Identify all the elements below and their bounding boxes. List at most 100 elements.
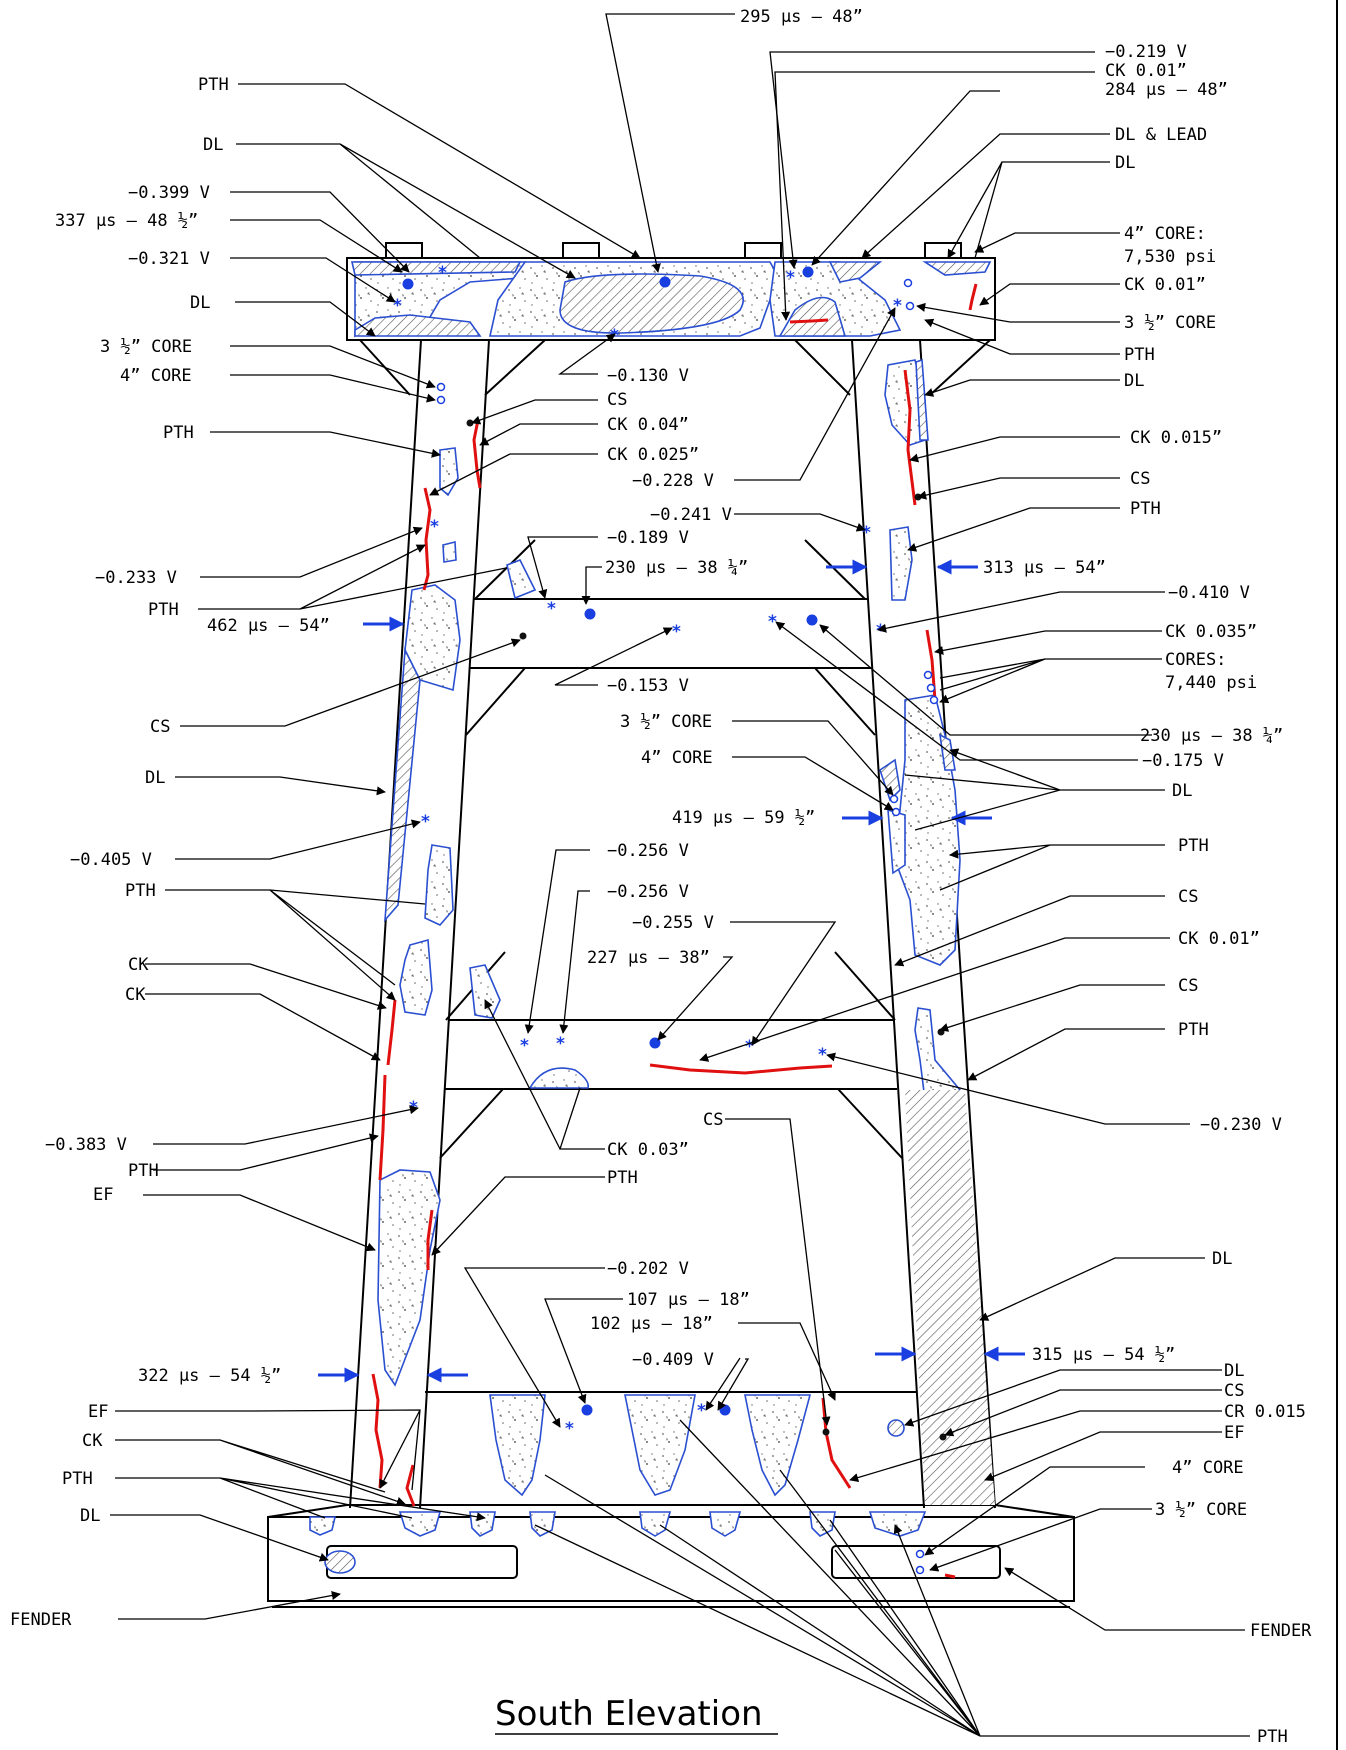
right-col-delam-3 — [879, 758, 901, 802]
label: EF — [1224, 1423, 1244, 1443]
label: PTH — [125, 881, 156, 901]
cs-point — [519, 632, 527, 640]
strut-1-haunch-top — [474, 539, 866, 600]
core-location — [929, 695, 939, 705]
label: CS — [1130, 469, 1150, 489]
half-cell-point: * — [438, 263, 447, 283]
core-location — [436, 382, 446, 392]
crack — [649, 1063, 833, 1075]
label: −0.175 V — [1142, 751, 1224, 771]
half-cell-point: * — [862, 523, 871, 543]
half-cell-point: * — [893, 296, 902, 316]
label: EF — [88, 1402, 108, 1422]
core-location — [903, 278, 913, 288]
label: 3 ½” CORE — [1155, 1500, 1247, 1520]
half-cell-point: * — [393, 296, 402, 316]
label: CK 0.04” — [607, 415, 689, 435]
strut-1 — [470, 598, 871, 669]
label: DL — [1172, 781, 1192, 801]
left-col-patch-6 — [377, 1169, 441, 1387]
core-location — [923, 670, 933, 680]
label: PTH — [607, 1168, 638, 1188]
label: −0.241 V — [650, 505, 732, 525]
crack — [944, 1573, 956, 1579]
label: −0.189 V — [607, 528, 689, 548]
label: −0.230 V — [1200, 1115, 1282, 1135]
cap-delam-right-small — [778, 296, 847, 337]
cap-delam-right-top — [828, 261, 883, 283]
half-cell-point: * — [556, 1034, 565, 1054]
label: 107 μs – 18” — [627, 1290, 750, 1310]
label: PTH — [128, 1161, 159, 1181]
half-cell-point: * — [672, 622, 681, 642]
label: CS — [1224, 1381, 1244, 1401]
footing-patch — [309, 1516, 337, 1536]
label: 3 ½” CORE — [620, 712, 712, 732]
crack — [422, 487, 432, 591]
label: CK — [82, 1431, 103, 1451]
label: 3 ½” CORE — [100, 337, 192, 357]
right-col-delam-spot — [887, 1419, 905, 1437]
footing-patch — [398, 1511, 442, 1537]
left-col-patch-2 — [442, 540, 457, 563]
footing — [267, 1516, 1075, 1602]
footing-patch — [529, 1511, 556, 1537]
label: 4” CORE — [1172, 1458, 1244, 1478]
label: 7,440 psi — [1165, 673, 1257, 693]
base-patch-1 — [489, 1394, 546, 1497]
label: CK 0.025” — [607, 445, 699, 465]
label: 315 μs – 54 ½” — [1032, 1345, 1175, 1365]
cap-haunch — [359, 339, 991, 396]
left-column — [349, 339, 490, 1509]
right-col-delam-1 — [915, 358, 929, 441]
cs-point — [822, 1428, 830, 1436]
drawing-title: South Elevation — [495, 1694, 763, 1734]
label: 7,530 psi — [1124, 247, 1216, 267]
pulse-velocity-point — [806, 614, 818, 626]
label: DL & LEAD — [1115, 125, 1207, 145]
cracks — [371, 283, 978, 1579]
strut-1-haunch-bottom — [465, 667, 876, 736]
label: −0.399 V — [128, 183, 210, 203]
label: PTH — [198, 75, 229, 95]
label: −0.228 V — [632, 471, 714, 491]
label: CS — [703, 1110, 723, 1130]
label: CORES: — [1165, 650, 1226, 670]
label: 313 μs – 54” — [983, 558, 1106, 578]
label: CR 0.015 — [1224, 1402, 1306, 1422]
label: 337 μs – 48 ½” — [55, 211, 198, 231]
label: CS — [1178, 976, 1198, 996]
label: CS — [1178, 887, 1198, 907]
crack — [378, 1074, 387, 1181]
label: −0.409 V — [632, 1350, 714, 1370]
pulse-velocity-point — [581, 1404, 593, 1416]
label: 4” CORE — [641, 748, 713, 768]
label: 284 μs – 48” — [1105, 80, 1228, 100]
label: FENDER — [10, 1610, 72, 1630]
label: PTH — [62, 1469, 93, 1489]
label: PTH — [163, 423, 194, 443]
label: −0.130 V — [607, 366, 689, 386]
right-col-patch-2 — [889, 526, 913, 601]
label: DL — [203, 135, 223, 155]
pulse-velocity-point — [802, 266, 814, 278]
half-cell-point: * — [697, 1401, 706, 1421]
label: DL — [1212, 1249, 1232, 1269]
label: 322 μs – 54 ½” — [138, 1366, 281, 1386]
base-patch-2 — [624, 1394, 696, 1496]
fender-delam — [324, 1550, 356, 1574]
core-location — [891, 807, 901, 817]
label: PTH — [1178, 1020, 1209, 1040]
core-location — [889, 794, 899, 804]
cap-delam-lower-left — [354, 314, 482, 337]
label: CK 0.01” — [1105, 61, 1187, 81]
pulse-velocity-point — [584, 608, 596, 620]
footing-patch — [639, 1511, 672, 1537]
label: FENDER — [1250, 1621, 1312, 1641]
label: DL — [1124, 371, 1144, 391]
label: −0.153 V — [607, 676, 689, 696]
label: CK 0.035” — [1165, 622, 1257, 642]
label: CK 0.01” — [1124, 275, 1206, 295]
cap-delam-far-right — [922, 261, 992, 276]
label: −0.256 V — [607, 882, 689, 902]
